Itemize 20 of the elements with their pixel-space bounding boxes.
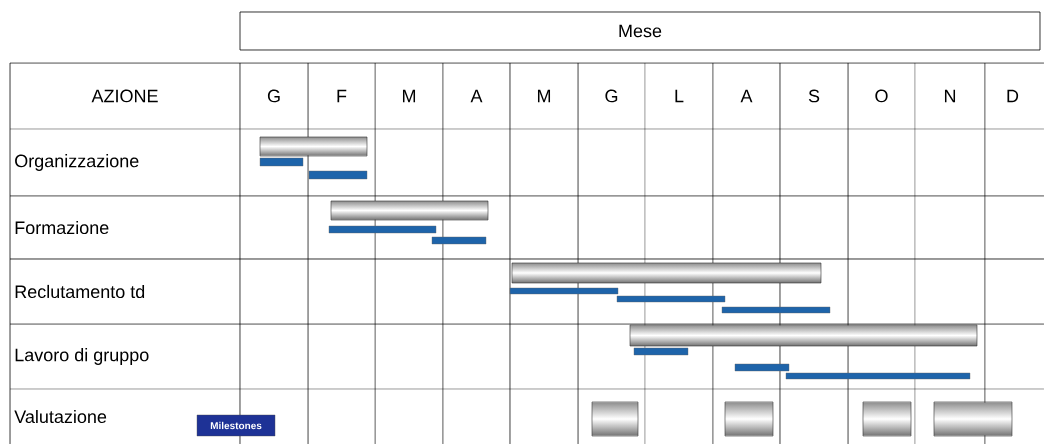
month-label: S [808,89,820,103]
month-label: A [740,89,753,103]
month-label: M [403,89,416,103]
activity-label: Organizzazione [15,154,139,171]
activity-label: Lavoro di gruppo [15,348,149,365]
activity-label: Formazione [15,220,109,235]
month-label: G [605,89,618,103]
month-label: N [944,89,956,103]
column-header: AZIONE [91,89,158,103]
activity-label: Reclutamento td [15,284,145,299]
legend-badge: Milestones [196,414,276,437]
month-label: O [875,89,888,103]
activity-label: Valutazione [14,409,107,424]
month-label: D [1007,89,1019,103]
month-label: M [538,89,551,103]
month-label: L [675,89,684,103]
month-label: F [337,89,347,103]
table-header: Mese [239,11,1041,51]
month-label: G [267,89,280,103]
month-label: A [470,89,483,103]
